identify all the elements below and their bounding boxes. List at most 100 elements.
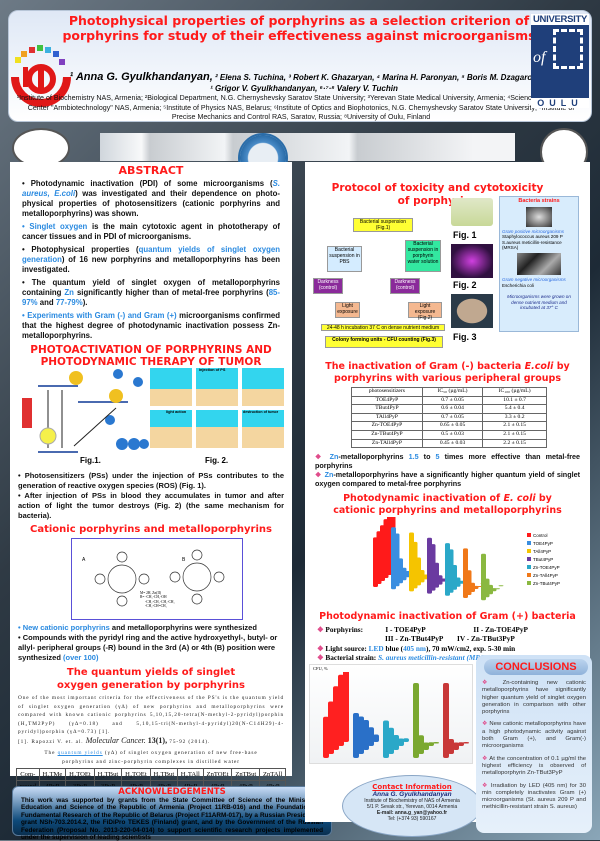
text: by porphyrins with various peripheral gr… xyxy=(334,361,570,384)
table-cell: Zn-TOE4PyP xyxy=(351,421,423,431)
logo-text-bottom: OULU xyxy=(531,98,589,108)
text: Photodynamic inactivation (PDI) of some … xyxy=(30,179,273,188)
poster-title: Photophysical properties of porphyrins a… xyxy=(62,13,536,43)
quantum-paragraph: One of the most important criteria for t… xyxy=(10,692,292,766)
text: is the main cytotoxic agent in photother… xyxy=(22,222,280,241)
abstract-body: • Photodynamic inactivation (PDI) of som… xyxy=(10,177,292,341)
fig1-label: Fig. 1 xyxy=(453,230,477,240)
porphyrin-item: IV - Zn-TBut3PyP xyxy=(457,634,515,644)
table-cell: H₂TMe xyxy=(38,768,67,781)
flow-box-suspension: Bacterial suspension (Fig.1) xyxy=(353,218,413,232)
institute-logo-icon xyxy=(11,45,71,107)
inactivation-gram-neg-title: The inactivation of Gram (-) bacteria E.… xyxy=(315,361,580,385)
table-cell: ZnTOEt xyxy=(202,768,233,781)
ecoli-chart-bars xyxy=(373,517,504,601)
quantum-title: The quantum yields of singlet oxygen gen… xyxy=(57,667,245,691)
text: and metalloporphyrins were synthesized xyxy=(109,623,257,632)
highlight: Zn xyxy=(324,470,334,480)
label: destruction of tumor xyxy=(243,410,279,414)
jablonski-diagram-icon xyxy=(22,369,149,453)
text: significantly higher than of metal-free … xyxy=(73,288,269,297)
text: ) was investigated and their dependence … xyxy=(22,189,280,218)
table-cell: 5.4 ± 0.4 xyxy=(482,404,547,414)
label: light action xyxy=(166,410,187,414)
contact-email[interactable]: E-mail: anna.g_yan@yahoo.fr xyxy=(376,810,448,816)
logo-text-top: UNIVERSITY xyxy=(531,14,589,25)
substituent-legend: M= 2H, Zn(II) R= -CH₂-CH₂-OH -CH₂-CH₂-CH… xyxy=(140,591,175,609)
table-cell: TOE4PyP xyxy=(351,395,423,406)
porphyrin-structure-icon xyxy=(94,549,225,607)
fig3-petri-photo xyxy=(451,294,493,328)
legend-item: TAll4PyP xyxy=(527,547,560,555)
text: The quantum yield of singlet oxygen of m… xyxy=(22,278,280,297)
gram-negative-title: Gram negative microorganisms xyxy=(502,276,566,282)
abstract-item: • Experiments with Gram (-) and Gram (+)… xyxy=(22,311,280,340)
strain-item: Staphylococcus aureus 209 P xyxy=(502,234,563,240)
porphyrin-structures: A B M= 2H, Zn(II) R= -CH₂-CH₂-OH -CH₂-CH… xyxy=(71,538,243,620)
text: (γΔ) of singlet oxygen generation of new… xyxy=(62,750,258,765)
legend-item: Zn-TOE4PyP xyxy=(527,563,560,571)
text: 75-92 (2014). xyxy=(167,738,211,745)
table-cell: ZnTBut xyxy=(231,768,261,781)
table-cell: 3.3 ± 0.2 xyxy=(482,412,547,423)
poster-header: Photophysical properties of porphyrins a… xyxy=(8,10,592,122)
table-cell: 0.65 ± 0.05 xyxy=(421,421,484,431)
column-header: IC₅₀ (µg/mL) xyxy=(421,387,484,397)
gram-neg-findings: ❖ Zn-metalloporphyrins 1.5 to 5 times mo… xyxy=(315,452,581,489)
flow-box-light: Light exposure (Fig.2) xyxy=(408,302,442,321)
text: One of the most important criteria for t… xyxy=(18,695,284,735)
text: -CH₂-CH=CH₂ xyxy=(145,604,167,609)
highlight: • New cationic porphyrins xyxy=(18,623,110,632)
table-cell: H₂TOEt xyxy=(65,768,95,781)
table-cell: H₂TAll xyxy=(177,768,204,781)
text: -metalloporphyrins xyxy=(338,452,409,462)
legend-item: Zn-TAll4PyP xyxy=(527,571,560,579)
gram-pos-title: Photodynamic inactivation of Gram (+) ba… xyxy=(319,611,576,623)
highlight: 405 nm xyxy=(403,643,427,653)
flow-box-pbs: Bacterial suspension in PBS xyxy=(327,246,362,272)
text: At the concentration of 0.1 µg/ml the hi… xyxy=(482,755,586,777)
tumor-therapy-figure: injection of PS light action destruction… xyxy=(150,368,285,458)
text: E.coli xyxy=(524,361,554,372)
table-cell: TAll4PyP xyxy=(351,412,423,423)
text: ), 70 mW/cm2, exp. 5-30 min xyxy=(426,643,516,653)
journal: Molecular Cancer. xyxy=(85,735,146,745)
table-cell: 10.1 ± 0.7 xyxy=(482,395,547,406)
text: to xyxy=(418,452,436,462)
affiliations: ¹Institute of Biochemistry NAS, Armenia;… xyxy=(16,94,586,121)
label-b: B xyxy=(182,557,186,563)
bacteria-strains-box: Bacteria strains Gram positive microorga… xyxy=(499,196,579,332)
conclusion-item: ❖ Zn-containing new cationic metalloporp… xyxy=(482,680,587,716)
text: Zn-containing new cationic metalloporphy… xyxy=(482,680,587,716)
lab-photo-strip xyxy=(100,133,515,161)
highlight: quantum yields xyxy=(57,750,103,756)
authors: ¹ Anna G. Gyulkhandanyan, ² Elena S. Tuc… xyxy=(69,72,539,94)
co-authors: ² Elena S. Tuchina, ³ Robert K. Ghazarya… xyxy=(212,73,539,82)
legend-item: Control xyxy=(527,531,560,539)
university-of-oulu-logo: UNIVERSITY of OULU xyxy=(531,14,589,108)
abstract-item: • Photodynamic inactivation (PDI) of som… xyxy=(22,179,280,218)
text: and xyxy=(37,298,56,307)
column-header: photosensitizers xyxy=(351,387,423,397)
contact-address: 5/1 P. Sevak str., Yerevan, 0014 Armenia xyxy=(366,804,458,810)
conclusions-title: CONCLUSIONS xyxy=(484,659,588,675)
main-author: ¹ Anna G. Gyulkhandanyan, xyxy=(69,71,213,83)
strain-item: S.aureus meticillin-resistance (MRSA) xyxy=(502,239,562,251)
highlight: S. aureus meticillin-resistant (MRSA) xyxy=(378,652,492,662)
column-header: IC₁₀₀ (µg/mL) xyxy=(482,387,547,397)
contact-institute: Institute of Biochemistry of NAS of Arme… xyxy=(364,798,460,804)
text: E. coli xyxy=(503,493,536,505)
text: ) of 16 new porphyrins and metalloporphy… xyxy=(22,255,280,274)
fig3-label: Fig. 3 xyxy=(453,332,477,342)
photoactivation-figures: injection of PS light action destruction… xyxy=(10,368,292,468)
strains-title: Bacteria strains xyxy=(518,198,560,204)
conclusions-box: CONCLUSIONS ❖ Zn-containing new cationic… xyxy=(476,655,592,833)
porphyrin-item: I - TOE4PyP xyxy=(385,625,426,635)
